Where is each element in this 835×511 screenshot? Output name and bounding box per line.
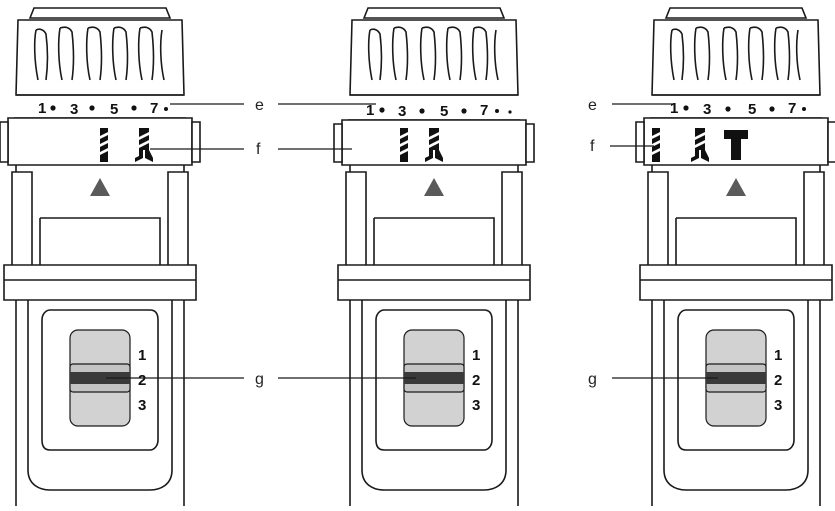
dial-dot — [683, 105, 689, 111]
dial-dot — [802, 107, 806, 111]
housing — [337, 165, 531, 506]
dial-number: 5 — [110, 101, 118, 118]
dial-number: 1 — [38, 100, 46, 117]
screw-icon — [691, 128, 709, 162]
drill-bit-icon — [100, 128, 108, 162]
selector-position-label: 3 — [138, 397, 146, 414]
chuck-collar — [15, 7, 185, 96]
gear-selector: 1 2 3 — [69, 329, 146, 427]
callouts — [106, 103, 718, 379]
dial-dot — [131, 105, 137, 111]
dial-number: 7 — [480, 102, 488, 119]
dial-ring: 1 3 5 7 — [650, 100, 822, 119]
selector-position-label: 3 — [774, 397, 782, 414]
selector-position-label: 3 — [472, 397, 480, 414]
dial-dot — [419, 108, 425, 114]
dial-dot — [164, 107, 168, 111]
dial-ring: 1 3 5 7 — [348, 102, 520, 121]
screw-icon — [425, 128, 443, 162]
dial-dot — [89, 105, 95, 111]
drill-right: 1 3 5 7 — [635, 7, 835, 506]
selector-position-label: 1 — [774, 347, 782, 364]
dial-number: 1 — [366, 102, 374, 119]
selector-position-label: 2 — [472, 372, 480, 389]
callout-label-g: g — [255, 371, 264, 388]
selector-slider-grip — [404, 372, 464, 384]
selector-position-label: 1 — [138, 347, 146, 364]
drill-bit-icon — [400, 128, 408, 162]
drill-middle: 1 3 5 7 — [333, 7, 535, 506]
dial-number: 3 — [70, 101, 78, 118]
dial-dot — [769, 106, 775, 112]
callout-label-g: g — [588, 371, 597, 388]
gear-selector: 1 2 3 — [705, 329, 782, 427]
chuck-collar — [349, 7, 519, 96]
selector-position-label: 1 — [472, 347, 480, 364]
housing — [639, 165, 833, 506]
selector-slider-grip — [706, 372, 766, 384]
callout-label-f: f — [590, 138, 595, 155]
dial-dot — [461, 108, 467, 114]
dial-ring: 1 3 5 7 — [14, 100, 186, 119]
callout-label-e: e — [588, 97, 597, 114]
indicator-arrow — [90, 178, 110, 196]
housing — [3, 165, 197, 506]
indicator-arrow — [726, 178, 746, 196]
dial-dot — [508, 110, 512, 114]
dial-dot — [495, 109, 499, 113]
drill-left: 1 3 5 7 — [0, 7, 201, 506]
dial-dot — [50, 105, 56, 111]
callout-labels: e f g e f g — [255, 97, 597, 388]
drill-bit-icon — [652, 128, 660, 162]
dial-number: 7 — [150, 100, 158, 117]
dial-dot — [725, 106, 731, 112]
dial-number: 3 — [703, 101, 711, 118]
dial-number: 5 — [440, 103, 448, 120]
dial-number: 7 — [788, 100, 796, 117]
selector-slider-grip — [70, 372, 130, 384]
selector-position-label: 2 — [774, 372, 782, 389]
dial-number: 1 — [670, 100, 678, 117]
dial-number: 3 — [398, 103, 406, 120]
callout-label-e: e — [255, 97, 264, 114]
dial-dot — [379, 107, 385, 113]
chuck-collar — [651, 7, 821, 96]
dial-number: 5 — [748, 101, 756, 118]
selector-position-label: 2 — [138, 372, 146, 389]
hammer-icon — [724, 130, 748, 160]
callout-label-f: f — [256, 141, 261, 158]
indicator-arrow — [424, 178, 444, 196]
screw-icon — [135, 128, 153, 162]
